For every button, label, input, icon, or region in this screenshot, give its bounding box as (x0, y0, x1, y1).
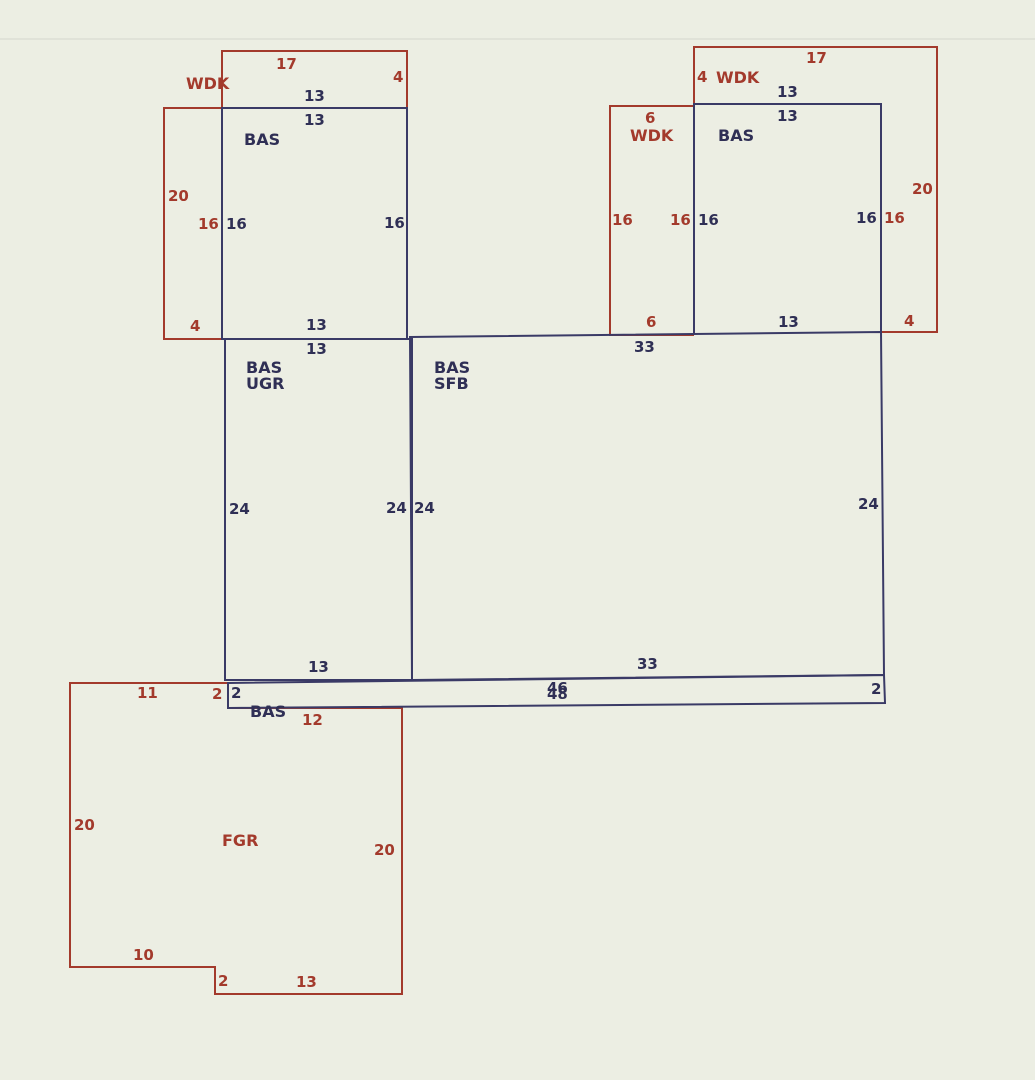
fgr-dim-top: 11 (137, 684, 158, 702)
bas-ugr-dim-left: 24 (229, 500, 250, 518)
bas-ugr-code-line2: UGR (246, 374, 284, 393)
wdk-right-dim-inner-top: 13 (777, 83, 798, 101)
wdk-inner-dim-bottom: 6 (646, 313, 656, 331)
bas-ugr-dim-right: 24 (386, 499, 407, 517)
wdk-left-dim-outer-side: 20 (168, 187, 189, 205)
bas-upper-right-dim-bottom: 13 (778, 313, 799, 331)
bas-upper-left-dim-right: 16 (384, 214, 405, 232)
fgr-dim-left: 20 (74, 816, 95, 834)
bas-strip-outline (227, 673, 887, 710)
bas-sfb-outline (408, 330, 886, 682)
bas-upper-right-dim-left: 16 (698, 211, 719, 229)
wdk-right-outer-outline (693, 46, 938, 333)
wdk-left-dim-right: 4 (393, 68, 403, 86)
bas-strip-dim-right: 2 (871, 680, 881, 698)
wdk-inner-code: WDK (630, 126, 674, 145)
wdk-inner-dim-top: 6 (645, 109, 655, 127)
wdk-right-dim-outer-side: 20 (912, 180, 933, 198)
bas-sfb-dim-bottom: 33 (637, 655, 658, 673)
bas-sfb-code-line2: SFB (434, 374, 469, 393)
bas-sfb-dim-left: 24 (414, 499, 435, 517)
bas-upper-left-dim-bottom: 13 (306, 316, 327, 334)
bas-sfb-code-line1: BAS (434, 358, 470, 377)
bas-ugr-code-line1: BAS (246, 358, 282, 377)
fgr-dim-bottom-left: 10 (133, 946, 154, 964)
fgr-dim-notch-bottom: 2 (218, 972, 228, 990)
fgr-dim-top-right: 12 (302, 711, 323, 729)
wdk-left-dim-inner-top: 13 (304, 87, 325, 105)
wdk-right-dim-top: 17 (806, 49, 827, 67)
fgr-dim-right: 20 (374, 841, 395, 859)
bas-upper-left-dim-left: 16 (226, 215, 247, 233)
fgr-code: FGR (222, 831, 258, 850)
wdk-inner-dim-right: 16 (670, 211, 691, 229)
bas-ugr-dim-top: 13 (306, 340, 327, 358)
bas-upper-right-outline (693, 103, 882, 335)
wdk-right-dim-left: 4 (697, 68, 707, 86)
wdk-left-outline (221, 50, 408, 108)
wdk-left-side-outline (163, 107, 222, 340)
bas-ugr-dim-bottom: 13 (308, 658, 329, 676)
bas-upper-right-dim-top: 13 (777, 107, 798, 125)
bas-strip-dim-bottom: 48 (547, 685, 568, 703)
bas-upper-right-dim-right: 16 (856, 209, 877, 227)
fgr-dim-notch-top: 2 (212, 685, 222, 703)
bas-strip-dim-top: 46 (547, 679, 568, 697)
top-divider (0, 38, 1035, 40)
bas-strip-dim-left: 2 (231, 684, 241, 702)
bas-sfb-dim-right: 24 (858, 495, 879, 513)
bas-sfb-dim-top: 33 (634, 338, 655, 356)
bas-strip-code: BAS (250, 702, 286, 721)
wdk-right-code: WDK (716, 68, 760, 87)
wdk-right-dim-inner-side: 16 (884, 209, 905, 227)
wdk-right-dim-bottom: 4 (904, 312, 914, 330)
bas-upper-left-code: BAS (244, 130, 280, 149)
wdk-left-code: WDK (186, 74, 230, 93)
bas-upper-right-code: BAS (718, 126, 754, 145)
fgr-dim-bottom-right: 13 (296, 973, 317, 991)
wdk-left-dim-top: 17 (276, 55, 297, 73)
wdk-left-dim-bottom: 4 (190, 317, 200, 335)
wdk-inner-dim-left: 16 (612, 211, 633, 229)
bas-upper-left-dim-top: 13 (304, 111, 325, 129)
wdk-left-dim-inner-side: 16 (198, 215, 219, 233)
